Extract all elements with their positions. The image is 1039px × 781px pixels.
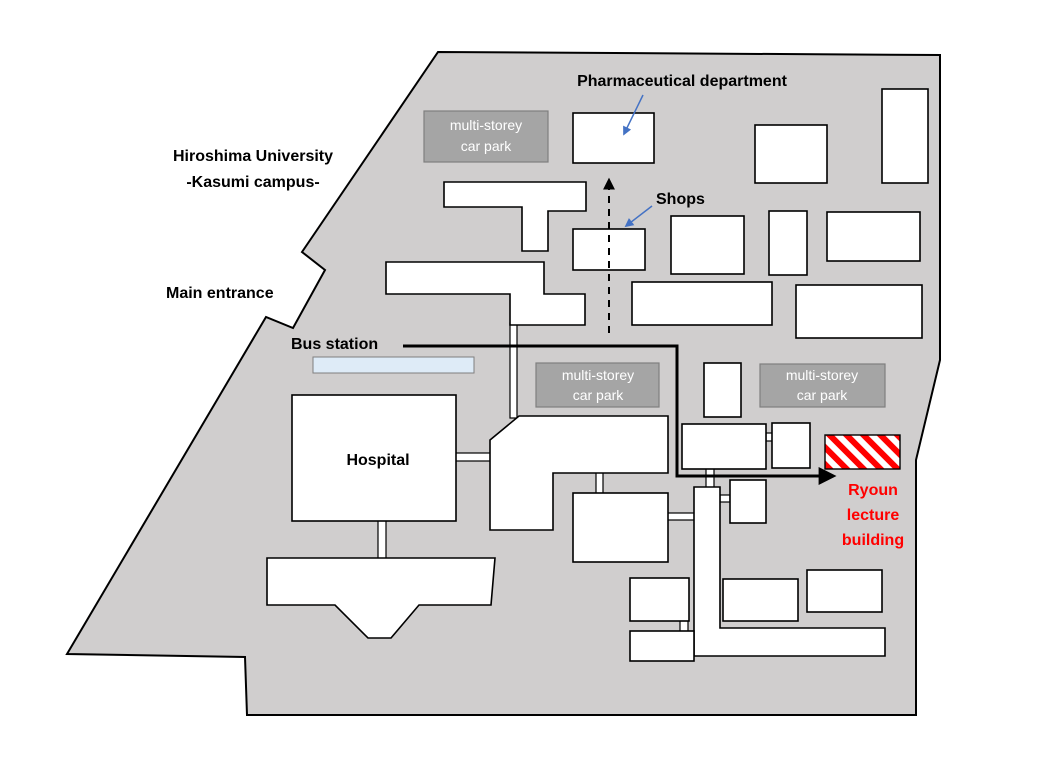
campus-title-line2: -Kasumi campus- bbox=[186, 174, 319, 191]
building-center-south bbox=[572, 492, 669, 563]
connector-hospital-center bbox=[454, 452, 496, 462]
campus-title-line1: Hiroshima University bbox=[173, 148, 333, 165]
building-small-2 bbox=[771, 422, 811, 469]
car-park-north bbox=[423, 110, 549, 163]
main-entrance-label: Main entrance bbox=[166, 285, 274, 302]
ryoun-lecture-building bbox=[824, 434, 901, 470]
building-t-shape bbox=[443, 181, 587, 252]
building-south-2 bbox=[722, 578, 799, 622]
bus-station-platform bbox=[312, 356, 475, 374]
building-south-1 bbox=[629, 577, 690, 622]
building-hospital-south bbox=[266, 557, 496, 639]
shops-label: Shops bbox=[656, 191, 705, 208]
car-park-north-line1: multi-storey bbox=[450, 117, 522, 133]
hospital-building bbox=[291, 394, 457, 522]
car-park-east-line1: multi-storey bbox=[786, 367, 858, 383]
connector-center-lower bbox=[595, 471, 604, 495]
connector-east-4 bbox=[719, 494, 731, 503]
building-east-mid bbox=[681, 423, 767, 470]
building-south-4 bbox=[629, 630, 695, 662]
ryoun-label-line2: lecture bbox=[847, 507, 900, 524]
building-e-3 bbox=[826, 211, 921, 262]
car-park-center-line2: car park bbox=[573, 387, 625, 403]
building-ne-1 bbox=[754, 124, 828, 184]
building-small-3 bbox=[729, 479, 767, 524]
building-south-3 bbox=[806, 569, 883, 613]
ryoun-label-line1: Ryoun bbox=[848, 482, 898, 499]
shops-pointer-arrow bbox=[624, 205, 653, 228]
building-e-2 bbox=[768, 210, 808, 276]
pharmaceutical-department-label: Pharmaceutical department bbox=[577, 73, 788, 90]
car-park-north-line2: car park bbox=[461, 138, 513, 154]
pharma-pointer-arrow bbox=[623, 94, 644, 136]
car-park-east-line2: car park bbox=[797, 387, 849, 403]
building-e-1 bbox=[670, 215, 745, 275]
connector-east-3 bbox=[666, 512, 696, 521]
connector-hospital-south bbox=[377, 519, 387, 561]
bus-station-label: Bus station bbox=[291, 336, 378, 353]
car-park-center bbox=[535, 362, 660, 408]
building-west-l bbox=[385, 261, 586, 326]
building-center bbox=[489, 415, 669, 531]
connector-east-2 bbox=[705, 467, 715, 489]
building-ne-2 bbox=[881, 88, 929, 184]
building-small-1 bbox=[703, 362, 742, 418]
car-park-center-line1: multi-storey bbox=[562, 367, 634, 383]
route-to-ryoun-arrow bbox=[403, 344, 837, 485]
connector-vertical-west bbox=[509, 322, 518, 419]
building-e-5 bbox=[795, 284, 923, 339]
pharmaceutical-building bbox=[572, 112, 655, 164]
ryoun-label-line3: building bbox=[842, 532, 904, 549]
hospital-label: Hospital bbox=[346, 452, 409, 469]
car-park-east bbox=[759, 363, 886, 408]
building-e-4 bbox=[631, 281, 773, 326]
